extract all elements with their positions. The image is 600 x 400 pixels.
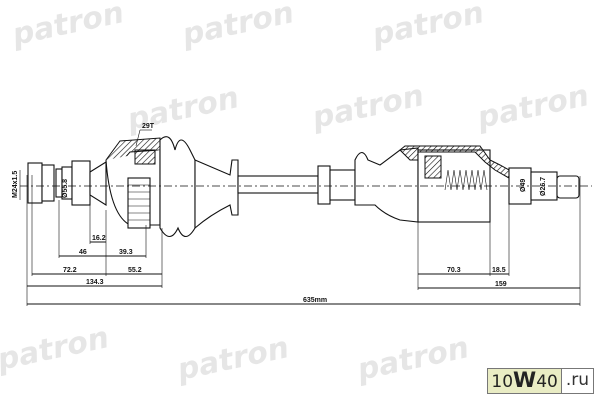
watermark-logo: patron (0, 320, 112, 378)
dimension-39-3: 39.3 (119, 249, 133, 256)
watermark-logo: patron (173, 330, 292, 388)
hub-nut (27, 162, 43, 204)
dimension-55-2: 55.2 (128, 267, 142, 274)
watermark-logo: patron (308, 78, 427, 136)
watermark-logo: patron (368, 0, 487, 53)
outer-diameter-label: Ø55.8 (62, 179, 69, 198)
teeth-count-label: 29T (142, 123, 155, 130)
dimension-18-5: 18.5 (492, 267, 506, 274)
logo-domain: .ru (560, 369, 593, 393)
dimension-70-3: 70.3 (447, 267, 461, 274)
spline-end (556, 175, 580, 199)
dimension-46: 46 (79, 249, 87, 256)
spring (444, 169, 488, 191)
watermark-logo: patron (353, 330, 472, 388)
spline-diameter-label: Ø26.7 (540, 177, 547, 196)
watermark-logo: patron (473, 78, 592, 136)
abs-teeth (128, 184, 150, 221)
watermark-logo: patron (8, 0, 127, 53)
dimension-134-3: 134.3 (86, 279, 104, 286)
seal-diameter-label: Ø49 (520, 179, 527, 192)
abs-ring (127, 177, 151, 229)
logo-mark: 10W40 (488, 369, 561, 393)
watermark-logo: patron (178, 0, 297, 53)
total-length-label: 635mm (303, 297, 327, 304)
shaft (237, 175, 319, 194)
boot (159, 136, 196, 238)
dimension-72-2: 72.2 (63, 267, 77, 274)
dimension-159: 159 (495, 281, 507, 288)
outer-cv-joint (27, 136, 239, 238)
site-logo-badge[interactable]: 10W40 .ru (487, 368, 594, 394)
thread-label: M24x1.5 (12, 171, 19, 198)
dimension-16-2: 16.2 (92, 235, 106, 242)
